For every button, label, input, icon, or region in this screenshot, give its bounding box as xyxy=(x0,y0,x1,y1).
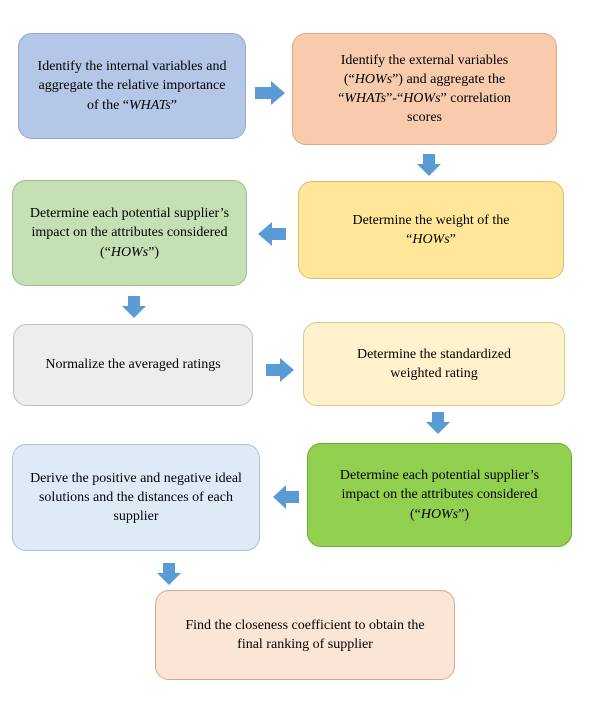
step-9-text: Find the closeness coefficient to obtain… xyxy=(185,617,425,652)
step-4-text: Determine each potential supplier’s impa… xyxy=(29,206,230,260)
step-4-box: Determine each potential supplier’s impa… xyxy=(12,180,247,286)
step-5-text: Normalize the averaged ratings xyxy=(45,357,221,373)
arrow-down-icon xyxy=(417,154,441,176)
arrow-right-icon xyxy=(255,81,285,105)
step-9-box: Find the closeness coefficient to obtain… xyxy=(155,590,455,680)
arrow-right-icon xyxy=(266,358,294,382)
step-5-box: Normalize the averaged ratings xyxy=(13,324,253,406)
step-7-box: Determine each potential supplier’s impa… xyxy=(307,443,572,547)
step-6-box: Determine the standardized weighted rati… xyxy=(303,322,565,406)
step-3-box: Determine the weight of the “HOWs” xyxy=(298,181,564,279)
step-2-box: Identify the external variables (“HOWs”)… xyxy=(292,33,557,145)
step-7-text: Determine each potential supplier’s impa… xyxy=(339,468,540,522)
step-3-text: Determine the weight of the “HOWs” xyxy=(352,212,510,247)
step-8-box: Derive the positive and negative ideal s… xyxy=(12,444,260,551)
arrow-down-icon xyxy=(157,563,181,585)
arrow-down-icon xyxy=(426,412,450,434)
step-1-text: Identify the internal variables and aggr… xyxy=(37,59,227,113)
arrow-down-icon xyxy=(122,296,146,318)
step-2-text: Identify the external variables (“HOWs”)… xyxy=(338,52,511,126)
step-1-box: Identify the internal variables and aggr… xyxy=(18,33,246,139)
step-8-text: Derive the positive and negative ideal s… xyxy=(30,470,242,525)
arrow-left-icon xyxy=(258,222,286,246)
arrow-left-icon xyxy=(273,485,299,509)
step-6-text: Determine the standardized weighted rati… xyxy=(357,346,511,381)
